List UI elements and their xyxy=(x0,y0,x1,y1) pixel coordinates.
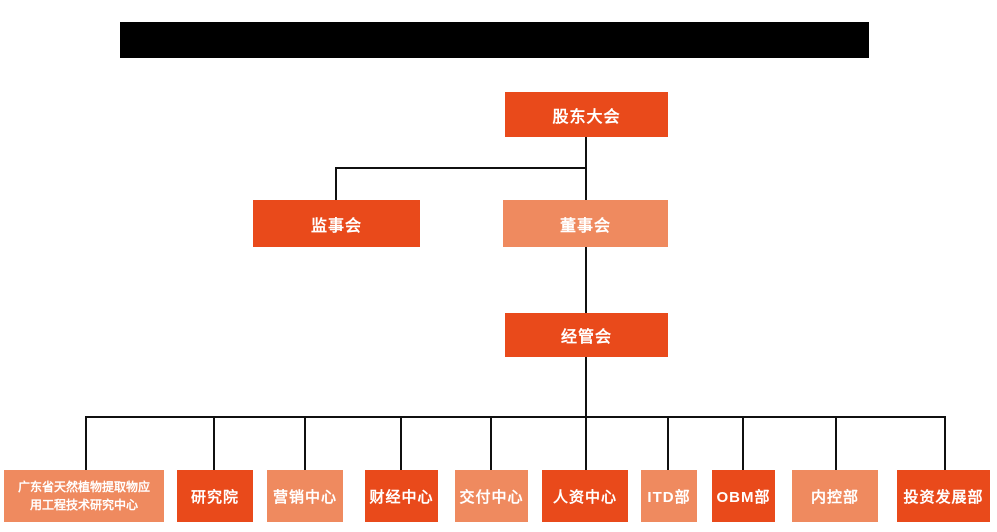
org-node-label: 人资中心 xyxy=(552,488,617,506)
org-node-investment-development-dept: 投资发展部 xyxy=(897,470,990,522)
connector-drop-internal-control xyxy=(835,416,837,470)
org-node-label: OBM部 xyxy=(716,488,771,506)
org-node-label: ITD部 xyxy=(647,488,691,506)
connector-drop-investment-dev xyxy=(944,416,946,470)
org-node-label: 广东省天然植物提取物应用工程技术研究中心 xyxy=(17,480,150,512)
org-node-label: 经管会 xyxy=(560,329,612,346)
connector-drop-research-institute xyxy=(213,416,215,470)
org-node-label: 财经中心 xyxy=(369,488,434,506)
connector-drop-finance-center xyxy=(400,416,402,470)
connector-board-drop xyxy=(585,167,587,200)
connector-drop-obm-dept xyxy=(742,416,744,470)
connector-supervisory-drop xyxy=(335,167,337,200)
org-node-research-institute: 研究院 xyxy=(177,470,253,522)
connector-drop-delivery-center xyxy=(490,416,492,470)
org-node-marketing-center: 营销中心 xyxy=(267,470,343,522)
org-node-gd-research-center: 广东省天然植物提取物应用工程技术研究中心 xyxy=(4,470,164,522)
org-node-management-committee: 经管会 xyxy=(505,313,668,357)
connector-drop-hr-center xyxy=(585,416,587,470)
connector-shareholders-down xyxy=(585,137,587,168)
connector-drop-marketing-center xyxy=(304,416,306,470)
org-node-label: 投资发展部 xyxy=(903,488,984,506)
connector-drop-itd-dept xyxy=(667,416,669,470)
org-node-internal-control-dept: 内控部 xyxy=(792,470,878,522)
connector-drop-gd-research-center xyxy=(85,416,87,470)
org-node-label: 内控部 xyxy=(810,488,859,506)
org-node-label: 监事会 xyxy=(310,217,362,235)
org-node-board-of-directors: 董事会 xyxy=(503,200,668,247)
connector-management-down xyxy=(585,357,587,417)
redacted-title-bar xyxy=(120,22,869,58)
org-node-shareholders-meeting: 股东大会 xyxy=(505,92,668,137)
org-node-label: 研究院 xyxy=(190,488,239,506)
org-node-hr-center: 人资中心 xyxy=(542,470,628,522)
connector-row2-horizontal xyxy=(335,167,587,169)
org-node-label: 交付中心 xyxy=(459,488,524,506)
org-node-obm-dept: OBM部 xyxy=(712,470,775,522)
org-node-supervisory-board: 监事会 xyxy=(253,200,420,247)
connector-bottom-horizontal xyxy=(85,416,946,418)
org-node-delivery-center: 交付中心 xyxy=(455,470,528,522)
org-node-label: 股东大会 xyxy=(552,108,621,126)
org-node-finance-center: 财经中心 xyxy=(365,470,438,522)
connector-board-management xyxy=(585,247,587,313)
org-node-itd-dept: ITD部 xyxy=(641,470,697,522)
org-node-label: 营销中心 xyxy=(272,488,337,506)
org-node-label: 董事会 xyxy=(559,217,611,235)
